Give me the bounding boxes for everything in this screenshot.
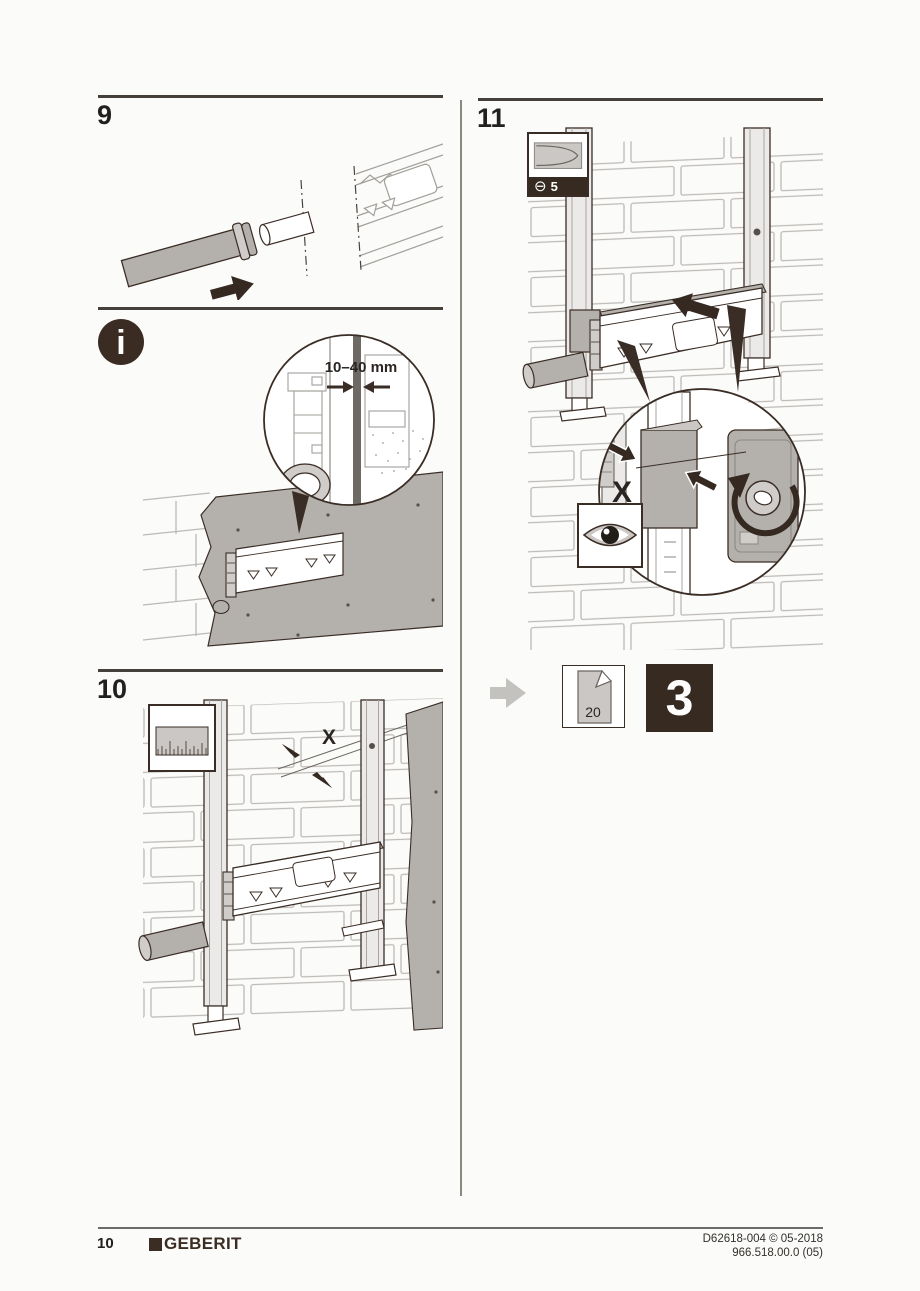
step11-magnifier-ring [598,388,806,596]
step10-panel-screws [432,790,440,974]
footer-rule [98,1227,823,1229]
step11-gap-label: X [612,476,632,509]
brand-square-icon [149,1238,162,1251]
step10-pipe [138,921,209,962]
step10-panel-edge [277,723,411,778]
step9-rule [98,95,443,98]
step9-number: 9 [97,100,113,130]
step9-figure [120,143,443,300]
step11-number: 11 [477,103,506,133]
tool-size-strip: ⊖ 5 [529,177,587,195]
step11-gap-line [635,451,747,469]
step10-drainbox [222,841,385,937]
tool-size-label: 5 [550,178,558,194]
step10-protection-panel [405,701,443,1031]
step10-rule [98,669,443,672]
step9-drainbox-partial [355,143,443,268]
step9-pipe [120,211,315,288]
step-reference-badge: 3 [646,664,713,732]
step9-centerline-pipe [300,179,308,277]
info-magnifier-bg [264,335,434,505]
info-pointer-wedge [292,491,309,534]
footer-page-number: 10 [97,1235,114,1252]
step11-pointer-wedge-right [727,305,746,392]
step10-number: 10 [97,674,128,704]
info-measure-arrows-icon [327,381,390,393]
svg-text:i: i [116,324,125,362]
info-panel-screws [236,503,435,637]
step11-figure: X [522,127,823,650]
doc-version: 966.518.00.0 (05) [732,1247,823,1259]
step-reference-number: 3 [665,670,694,726]
screwdriver-icon: ⊖ 5 [527,132,589,197]
info-drainbox [212,532,344,615]
next-arrow-icon [490,678,526,708]
info-gap-bar [353,335,361,505]
step10-rail-right [348,699,397,982]
doc-code: D62618-004 © 05-2018 [702,1233,823,1245]
info-rule [98,307,443,310]
info-wall [142,492,211,641]
info-magnifier-ring [263,334,435,506]
step11-rule [478,98,823,101]
doc-meta: D62618-004 © 05-2018 966.518.00.0 (05) [600,1232,823,1260]
step11-gap-arrows-icon [603,439,719,493]
step10-gap-arrows-icon [282,744,332,788]
step11-pipe [522,351,589,389]
info-figure: i [98,319,443,647]
step10-figure: X [138,697,443,1036]
eye-icon [577,503,643,568]
step11-push-arrow-icon [672,293,720,320]
page-reference-number: 20 [585,704,601,720]
info-icon: i [98,319,144,365]
column-divider [460,100,462,1196]
brand-name: GEBERIT [164,1234,242,1253]
step11-rotate-arrow-icon [728,473,800,537]
screwdriver-blade [533,142,583,169]
step9-centerline-box [353,165,362,271]
slotted-screw-icon: ⊖ [534,177,547,195]
step9-push-arrow-icon [210,276,254,300]
ruler-icon [148,704,216,772]
step11-pointer-wedge-left [617,340,650,402]
step10-gap-label: X [322,726,336,749]
page-reference: 20 [562,665,625,728]
info-measure-label: 10–40 mm [325,359,398,376]
step10-rail-left [192,699,241,1036]
step11-magnifier-content: X [599,391,805,595]
page-icon: 20 [576,669,612,724]
brand-logo: GEBERIT [149,1234,242,1254]
